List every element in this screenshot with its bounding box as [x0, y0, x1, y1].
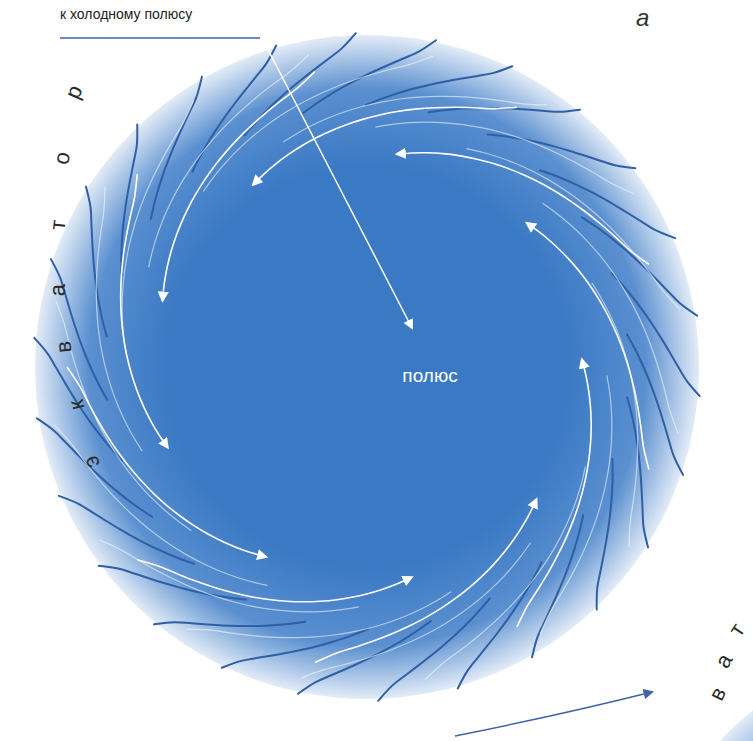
direction-note: к холодному полюсу: [60, 6, 192, 22]
hemisphere-disc: [35, 35, 699, 699]
wind-arrow: [67, 367, 266, 557]
wind-arrow: [315, 499, 537, 662]
letter: а: [47, 284, 69, 296]
letter: а: [711, 650, 736, 672]
wind-arrow: [527, 223, 649, 469]
letter: о: [50, 149, 74, 166]
wind-streak: [378, 598, 489, 700]
wind-line: [540, 375, 612, 633]
wind-streak: [154, 622, 305, 626]
wind-streak: [59, 496, 194, 564]
figure-letter: а: [636, 4, 649, 32]
wind-streak: [540, 170, 675, 238]
leader-line: [60, 37, 260, 39]
wind-streak: [597, 459, 613, 610]
wind-arrows: [54, 54, 679, 679]
wind-arrow: [253, 107, 517, 184]
letter: т: [47, 219, 70, 231]
wind-line: [96, 187, 142, 451]
wind-streak: [298, 621, 431, 694]
wind-streak: [488, 135, 636, 169]
pole-label: полюс: [402, 365, 457, 387]
wind-line: [592, 283, 638, 547]
letter: р: [61, 82, 86, 102]
letter: т: [725, 620, 749, 641]
wind-arrow: [517, 359, 591, 626]
wind-line: [54, 425, 267, 585]
wind-arrow: [121, 174, 168, 447]
wind-streaks: [34, 33, 699, 701]
transition-arrow: [455, 692, 652, 736]
letter: к: [65, 398, 89, 413]
wind-line: [122, 100, 194, 358]
wind-arrow: [397, 153, 649, 265]
wind-streak: [37, 418, 152, 516]
wind-streak: [244, 33, 355, 135]
wind-arrow: [163, 72, 315, 301]
wind-line: [375, 122, 633, 194]
wind-streak: [303, 40, 436, 113]
wind-line: [187, 592, 451, 638]
wind-line: [425, 467, 585, 680]
second-disc: [660, 660, 753, 741]
letter: в: [52, 340, 75, 354]
letter: в: [706, 684, 731, 704]
letter: э: [80, 453, 105, 472]
leader-arrow: [262, 38, 412, 328]
wind-line: [467, 149, 680, 309]
wind-arrow: [137, 560, 412, 602]
wind-line: [149, 54, 309, 267]
